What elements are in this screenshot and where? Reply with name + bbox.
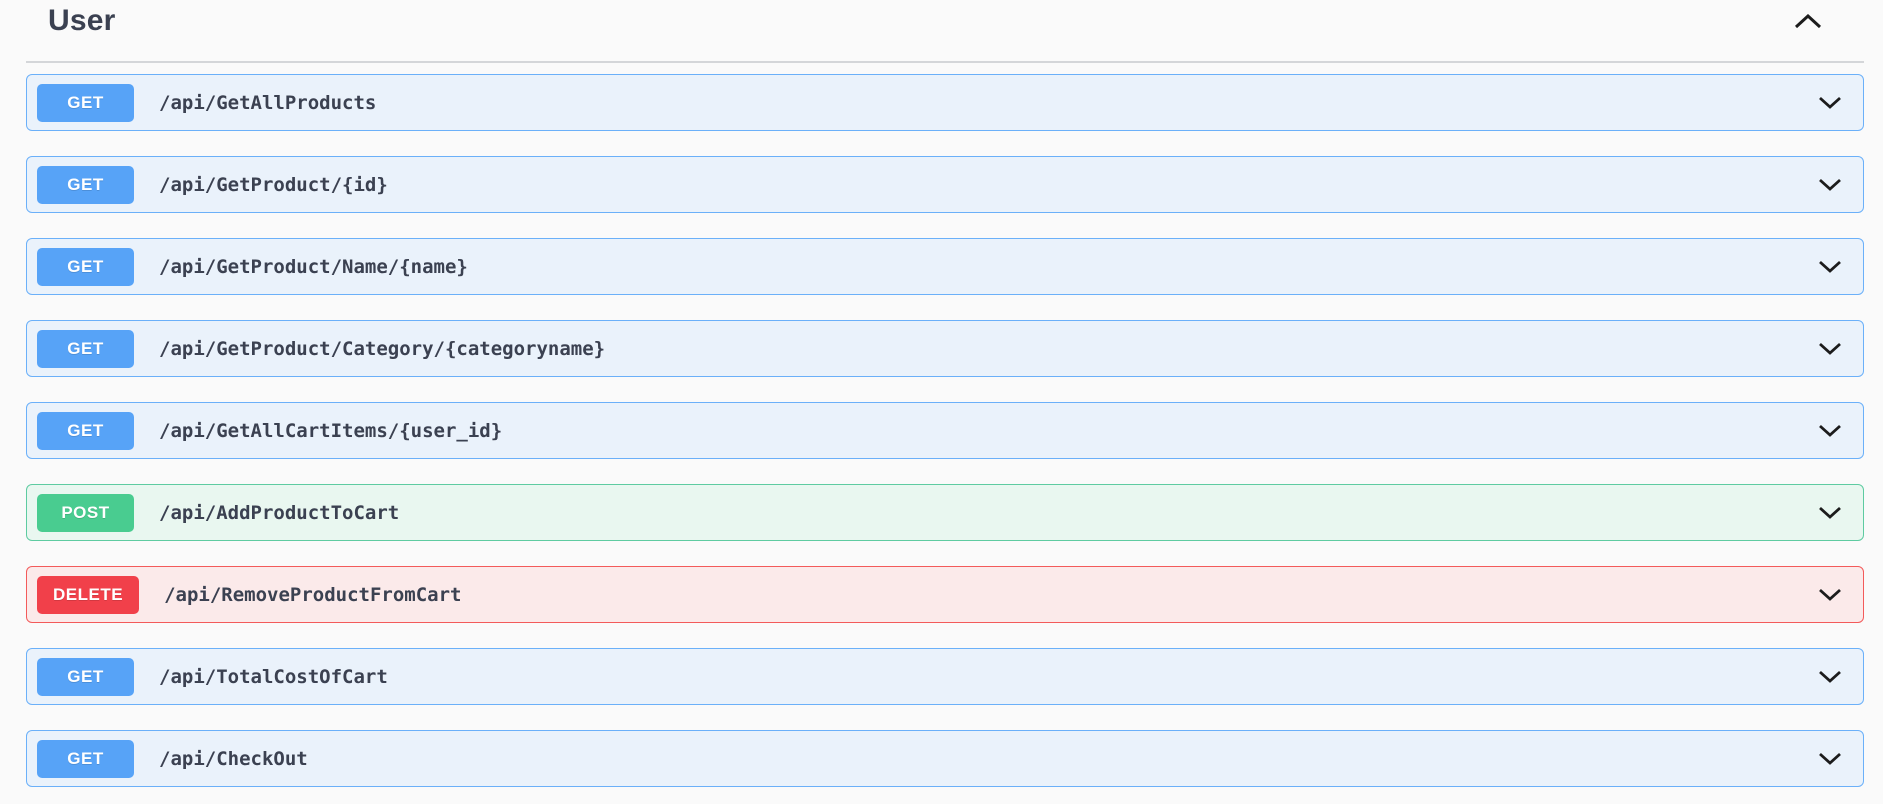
endpoint-path: /api/GetAllProducts <box>159 91 377 114</box>
chevron-down-icon[interactable] <box>1818 260 1842 273</box>
endpoint-row-get-4[interactable]: GET /api/GetAllCartItems/{user_id} <box>26 402 1864 459</box>
endpoint-row-get-2[interactable]: GET /api/GetProduct/Name/{name} <box>26 238 1864 295</box>
operations-list: GET /api/GetAllProducts GET /api/GetProd… <box>26 63 1864 787</box>
http-method-badge: GET <box>37 247 134 286</box>
http-method-badge: POST <box>37 493 134 532</box>
chevron-down-icon[interactable] <box>1818 424 1842 437</box>
endpoint-row-get-7[interactable]: GET /api/TotalCostOfCart <box>26 648 1864 705</box>
endpoint-path: /api/CheckOut <box>159 747 308 770</box>
chevron-down-icon[interactable] <box>1818 752 1842 765</box>
tag-section-user: User GET /api/GetAllProducts GET /api/Ge… <box>26 0 1864 787</box>
endpoint-row-post-5[interactable]: POST /api/AddProductToCart <box>26 484 1864 541</box>
http-method-badge: GET <box>37 329 134 368</box>
endpoint-row-get-1[interactable]: GET /api/GetProduct/{id} <box>26 156 1864 213</box>
http-method-badge: DELETE <box>37 575 140 614</box>
chevron-down-icon[interactable] <box>1818 178 1842 191</box>
tag-section-header[interactable]: User <box>26 0 1864 63</box>
http-method-badge: GET <box>37 83 134 122</box>
http-method-badge: GET <box>37 739 134 778</box>
chevron-down-icon[interactable] <box>1818 506 1842 519</box>
endpoint-path: /api/TotalCostOfCart <box>159 665 388 688</box>
http-method-badge: GET <box>37 411 134 450</box>
endpoint-path: /api/AddProductToCart <box>159 501 400 524</box>
section-title: User <box>48 4 116 37</box>
chevron-down-icon[interactable] <box>1818 670 1842 683</box>
endpoint-row-get-8[interactable]: GET /api/CheckOut <box>26 730 1864 787</box>
chevron-down-icon[interactable] <box>1818 588 1842 601</box>
chevron-down-icon[interactable] <box>1818 342 1842 355</box>
endpoint-path: /api/RemoveProductFromCart <box>164 583 462 606</box>
http-method-badge: GET <box>37 165 134 204</box>
endpoint-path: /api/GetProduct/Category/{categoryname} <box>159 337 606 360</box>
endpoint-path: /api/GetProduct/Name/{name} <box>159 255 468 278</box>
http-method-badge: GET <box>37 657 134 696</box>
section-collapse-button[interactable] <box>1794 14 1822 29</box>
chevron-up-icon <box>1794 14 1822 29</box>
endpoint-path: /api/GetProduct/{id} <box>159 173 388 196</box>
endpoint-row-get-3[interactable]: GET /api/GetProduct/Category/{categoryna… <box>26 320 1864 377</box>
endpoint-path: /api/GetAllCartItems/{user_id} <box>159 419 503 442</box>
chevron-down-icon[interactable] <box>1818 96 1842 109</box>
endpoint-row-delete-6[interactable]: DELETE /api/RemoveProductFromCart <box>26 566 1864 623</box>
endpoint-row-get-0[interactable]: GET /api/GetAllProducts <box>26 74 1864 131</box>
